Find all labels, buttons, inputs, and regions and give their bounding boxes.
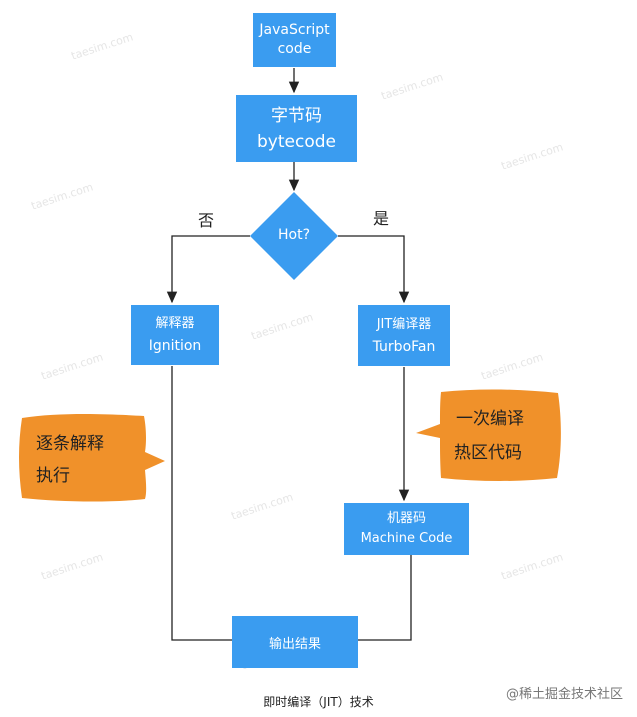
node-output: 输出结果 — [232, 616, 358, 668]
node-machine-code-line1: 机器码 — [386, 511, 426, 526]
source-credit: @稀土掘金技术社区 — [505, 687, 623, 702]
node-javascript-code-line1: JavaScript — [259, 22, 330, 38]
callout-left: 逐条解释 执行 — [30, 428, 138, 492]
node-bytecode-line1: 字节码 — [271, 105, 322, 126]
edge-interpreter-to-output — [171, 366, 232, 641]
node-machine-code-line2: Machine Code — [360, 531, 453, 546]
node-interpreter-line1: 解释器 — [155, 316, 195, 331]
hot-diamond — [250, 192, 338, 280]
callout-left-shape — [19, 414, 165, 502]
node-output-label: 输出结果 — [268, 636, 321, 652]
callout-right-line1: 一次编译 — [456, 409, 524, 429]
callout-right-shape — [416, 389, 561, 481]
node-jit-compiler-line2: TurboFan — [372, 338, 436, 355]
edge-machine-code-to-output — [358, 555, 412, 641]
node-bytecode: 字节码 bytecode — [236, 95, 357, 162]
node-hot-label: Hot? — [277, 227, 310, 243]
branch-no-label: 否 — [198, 211, 215, 230]
branch-yes-label: 是 — [373, 209, 390, 228]
node-javascript-code-line2: code — [277, 41, 312, 57]
node-interpreter: 解释器 Ignition — [131, 305, 219, 365]
node-javascript-code: JavaScript code — [253, 13, 336, 67]
node-machine-code: 机器码 Machine Code — [344, 503, 469, 555]
node-bytecode-line2: bytecode — [257, 131, 336, 152]
callout-left-line2: 执行 — [36, 466, 70, 486]
edge-hot-to-jit — [338, 235, 410, 304]
figure-caption: 即时编译（JIT）技术 — [263, 695, 374, 709]
node-interpreter-line2: Ignition — [148, 338, 202, 354]
callout-left-line1: 逐条解释 — [36, 434, 104, 454]
node-jit-compiler: JIT编译器 TurboFan — [358, 305, 450, 366]
callout-right-line2: 热区代码 — [454, 443, 522, 463]
node-jit-compiler-line1: JIT编译器 — [376, 316, 432, 332]
edge-hot-to-interpreter — [166, 235, 250, 304]
callout-right: 一次编译 热区代码 — [448, 402, 554, 470]
